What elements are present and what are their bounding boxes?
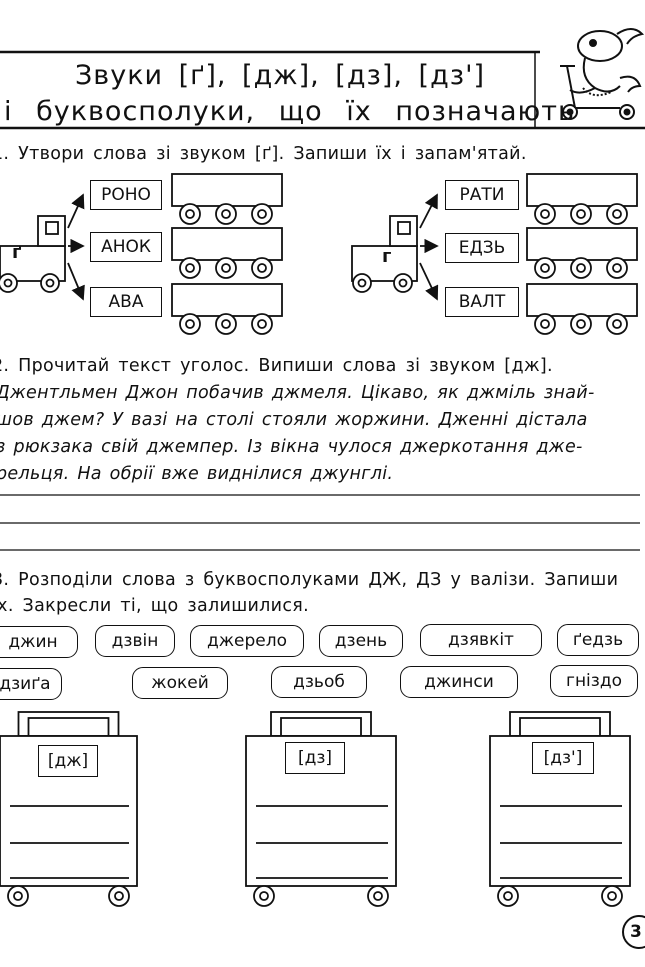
syllable-box: РОНО [90, 180, 162, 210]
word-pill: джерело [190, 625, 304, 657]
word-pill: дзявкіт [420, 624, 542, 656]
task1-trucks-diagram [0, 173, 638, 335]
page-title-line2: і буквосполуки, що їх позначають [4, 96, 575, 127]
word-pill: жокей [132, 667, 228, 699]
word-pill: ґедзь [557, 624, 639, 656]
suitcase-label-dzh: [дж] [38, 745, 98, 777]
syllable-box: ВАЛТ [445, 287, 519, 317]
trailer-box [171, 283, 283, 335]
trailer-box [526, 227, 638, 279]
trailer-box [171, 227, 283, 279]
dragon-scooter-icon [560, 28, 645, 120]
truck-right-letter: г [382, 246, 392, 267]
syllable-box: ЕДЗЬ [445, 233, 519, 263]
word-pill: джин [0, 626, 78, 658]
answer-lines [0, 494, 640, 551]
story-line: рельця. На обрії вже виднілися джунглі. [0, 464, 394, 484]
task2-instruction: 2. Прочитай текст уголос. Випиши слова з… [0, 356, 553, 376]
word-pill: гніздо [550, 665, 638, 697]
suitcase [245, 711, 397, 907]
syllable-box: АНОК [90, 232, 162, 262]
page-title-line1: Звуки [ґ], [дж], [дз], [дз'] [75, 60, 486, 91]
word-pill: дзень [319, 625, 403, 657]
trailer-box [526, 283, 638, 335]
word-pill: дзвін [95, 625, 175, 657]
word-pill: джинси [400, 666, 518, 698]
story-line: Джентльмен Джон побачив джмеля. Цікаво, … [0, 383, 595, 403]
story-line: шов джем? У вазі на столі стояли жоржини… [0, 410, 588, 430]
page-number: 3 [622, 915, 645, 949]
suitcase-label-dz-soft: [дз'] [532, 742, 594, 774]
task1-instruction: 1. Утвори слова зі звуком [ґ]. Запиши їх… [0, 144, 527, 164]
trailer-box [171, 173, 283, 225]
syllable-box: АВА [90, 287, 162, 317]
truck-left-letter: ґ [12, 242, 22, 263]
suitcase-label-dz: [дз] [285, 742, 345, 774]
task3-instruction-line2: їх. Закресли ті, що залишилися. [0, 596, 309, 616]
syllable-box: РАТИ [445, 180, 519, 210]
suitcase [0, 711, 138, 907]
header-frame [0, 50, 645, 130]
word-pill: дзиґа [0, 668, 62, 700]
word-pill: дзьоб [271, 666, 367, 698]
suitcases-drawing [0, 711, 631, 907]
trailer-box [526, 173, 638, 225]
task3-instruction-line1: 3. Розподіли слова з буквосполуками ДЖ, … [0, 570, 619, 590]
story-line: з рюкзака свій джемпер. Із вікна чулося … [0, 437, 583, 457]
